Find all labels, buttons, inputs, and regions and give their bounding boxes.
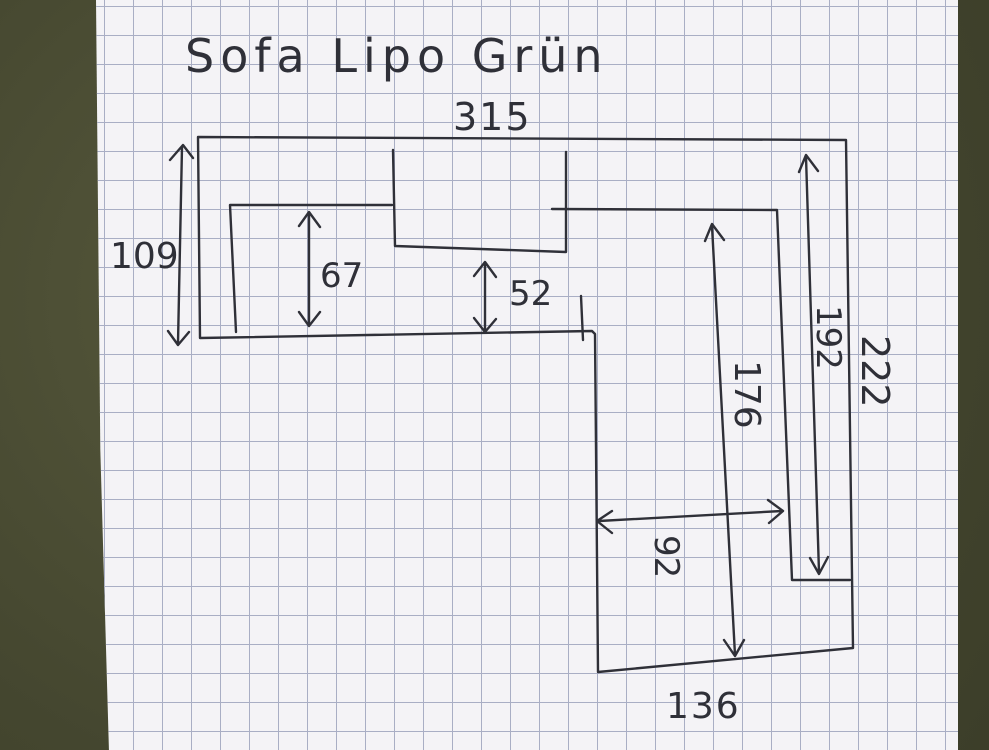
label-92: 92	[646, 535, 686, 578]
back-cushion	[391, 148, 568, 254]
dimension-arrow-52	[472, 260, 498, 334]
graph-paper	[96, 0, 958, 750]
dimension-arrow-192	[797, 153, 830, 576]
dimension-arrow-67	[297, 210, 322, 328]
sofa-outline	[196, 135, 855, 674]
seat-divider	[579, 294, 585, 342]
label-136: 136	[666, 686, 741, 727]
dimension-arrow-176	[703, 222, 746, 658]
sketch-title: Sofa Lipo Grün	[185, 29, 609, 83]
label-67: 67	[320, 256, 363, 296]
label-109: 109	[110, 236, 179, 277]
label-176: 176	[726, 360, 767, 429]
label-52: 52	[509, 274, 552, 314]
dimension-arrow-92	[595, 498, 785, 535]
dimension-arrow-109	[166, 143, 195, 347]
label-222: 222	[853, 335, 897, 408]
label-315: 315	[453, 95, 532, 139]
left-seat-outline	[228, 203, 394, 334]
label-192: 192	[808, 305, 848, 370]
right-seat-outline	[550, 207, 852, 582]
